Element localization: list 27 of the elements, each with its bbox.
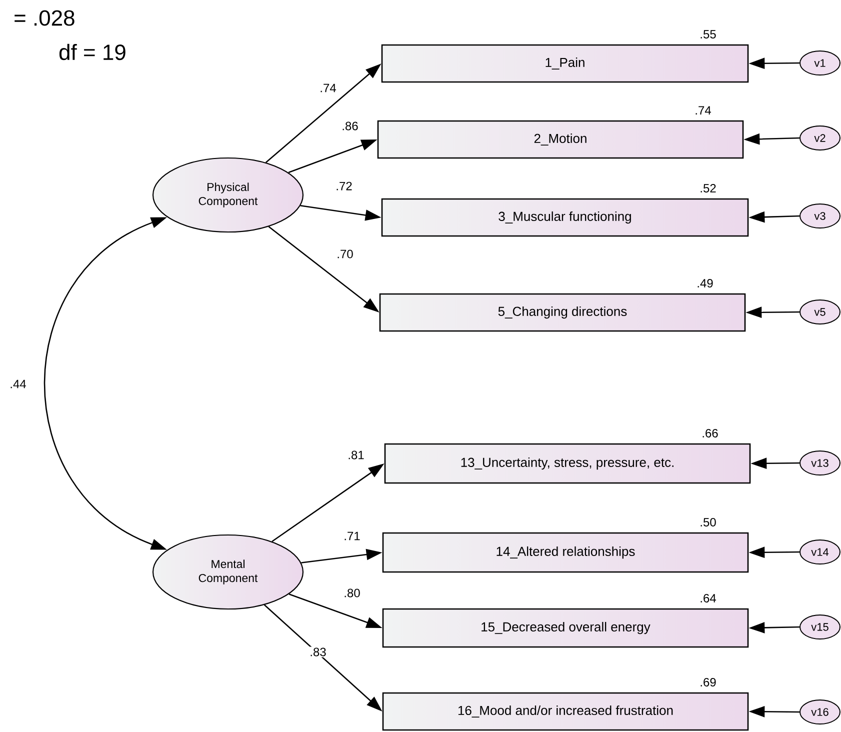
indicator-box: 13_Uncertainty, stress, pressure, etc. [384, 443, 751, 484]
fit-statistic: = .028 [14, 10, 74, 26]
r-squared-value: .69 [700, 678, 716, 686]
indicator-box: 14_Altered relationships [382, 532, 749, 573]
indicator-box: 1_Pain [381, 44, 749, 83]
r-squared-value: .50 [700, 518, 716, 526]
fit-statistic: df = 19 [59, 44, 126, 60]
indicator-box: 16_Mood and/or increased frustration [382, 692, 749, 731]
r-squared-value: .74 [696, 106, 711, 114]
path-coefficient: .70 [336, 248, 354, 260]
path-coefficient: .81 [346, 450, 366, 460]
path-coefficient: .72 [334, 180, 354, 192]
path-coefficient: .86 [340, 120, 360, 132]
indicator-box: 15_Decreased overall energy [382, 608, 749, 648]
path-coefficient: .80 [342, 588, 362, 598]
indicator-box: 3_Muscular functioning [381, 198, 749, 237]
path-coefficient: .83 [308, 646, 328, 658]
r-squared-value: .66 [702, 428, 718, 438]
path-coefficient: .44 [8, 378, 28, 390]
r-squared-value: .55 [700, 30, 716, 38]
r-squared-value: .64 [700, 594, 716, 602]
indicator-box: 5_Changing directions [379, 293, 746, 332]
path-coefficient: .74 [318, 82, 338, 94]
r-squared-value: .52 [700, 184, 716, 192]
indicator-box: 2_Motion [377, 120, 744, 159]
r-squared-value: .49 [698, 278, 713, 288]
path-coefficient: .71 [342, 530, 362, 542]
